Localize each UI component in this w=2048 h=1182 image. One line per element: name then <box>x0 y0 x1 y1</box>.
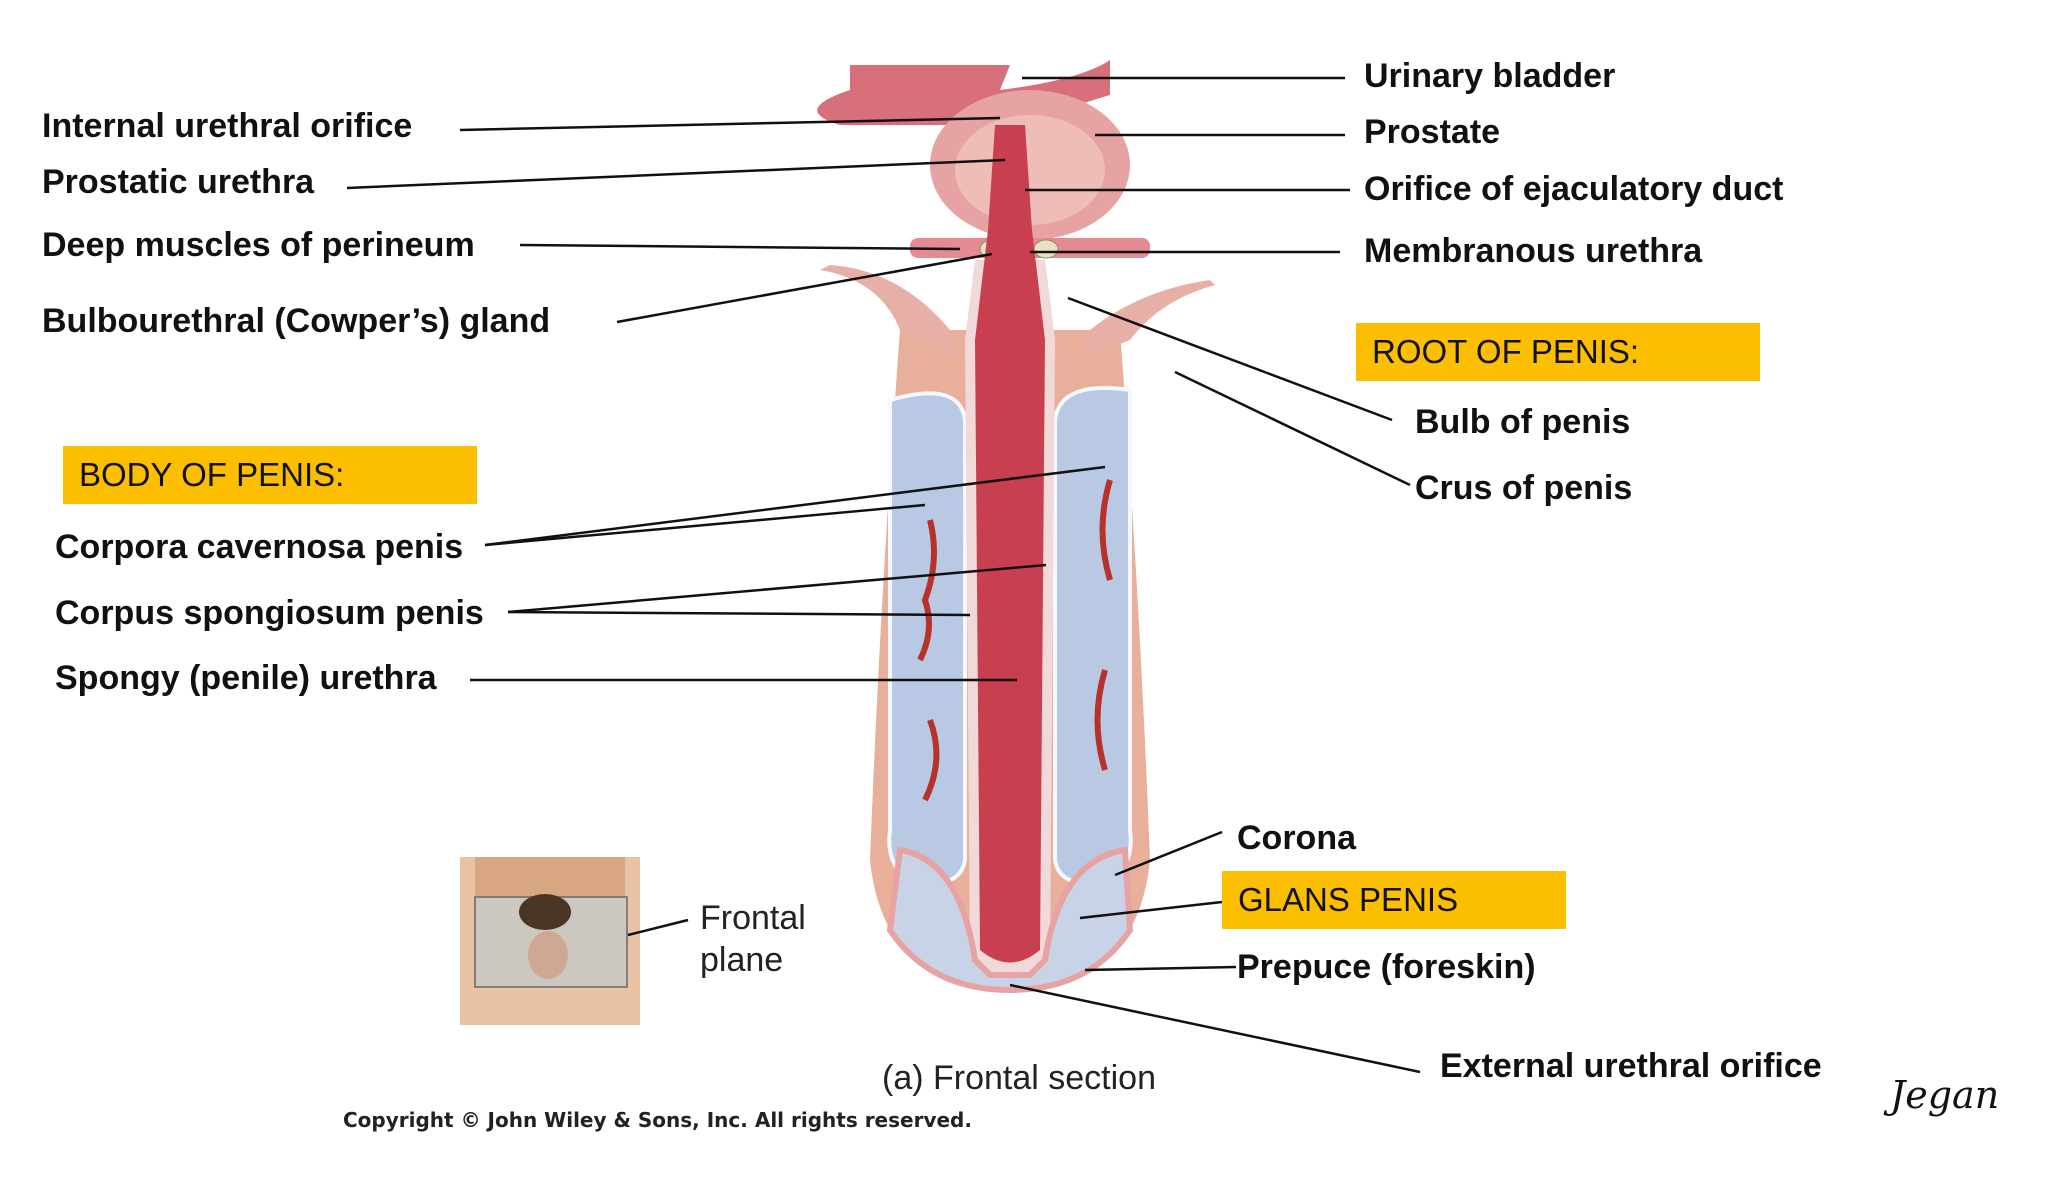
figure-caption: (a) Frontal section <box>882 1059 1156 1097</box>
label-corona: Corona <box>1237 819 1356 857</box>
label-spongy-urethra: Spongy (penile) urethra <box>55 659 437 697</box>
label-prostatic-urethra: Prostatic urethra <box>42 163 315 201</box>
heading-body-of-penis: BODY OF PENIS: <box>63 446 477 504</box>
label-corpus-spongiosum-penis: Corpus spongiosum penis <box>55 594 484 632</box>
label-prostate: Prostate <box>1364 113 1501 151</box>
inset-label-frontal: Frontal <box>700 899 806 937</box>
signature: Jegan <box>1890 1073 2000 1117</box>
heading-glans-penis: GLANS PENIS <box>1222 871 1566 929</box>
label-internal-urethral-orifice: Internal urethral orifice <box>42 107 413 145</box>
label-external-urethral-orifice: External urethral orifice <box>1440 1047 1822 1085</box>
copyright-notice: Copyright © John Wiley & Sons, Inc. All … <box>343 1108 972 1132</box>
leader-lines <box>346 76 1421 1074</box>
label-prepuce: Prepuce (foreskin) <box>1237 948 1536 986</box>
label-deep-muscles-of-perineum: Deep muscles of perineum <box>42 226 475 264</box>
label-crus-of-penis: Crus of penis <box>1415 469 1633 507</box>
label-bulbourethral-gland: Bulbourethral (Cowper’s) gland <box>42 302 551 340</box>
inset-label-plane: plane <box>700 941 784 979</box>
heading-root-of-penis: ROOT OF PENIS: <box>1356 323 1760 381</box>
label-membranous-urethra: Membranous urethra <box>1364 232 1703 270</box>
crus-left-shape <box>820 265 960 360</box>
label-orifice-of-ejaculatory-duct: Orifice of ejaculatory duct <box>1364 170 1784 208</box>
urethra-shape <box>975 125 1045 963</box>
label-urinary-bladder: Urinary bladder <box>1364 57 1616 95</box>
glans-shape <box>886 846 1134 994</box>
label-bulb-of-penis: Bulb of penis <box>1415 403 1631 441</box>
corpus-cavernosum-right-shape <box>1053 386 1133 885</box>
crus-right-shape <box>1080 280 1215 360</box>
label-corpora-cavernosa-penis: Corpora cavernosa penis <box>55 528 464 566</box>
